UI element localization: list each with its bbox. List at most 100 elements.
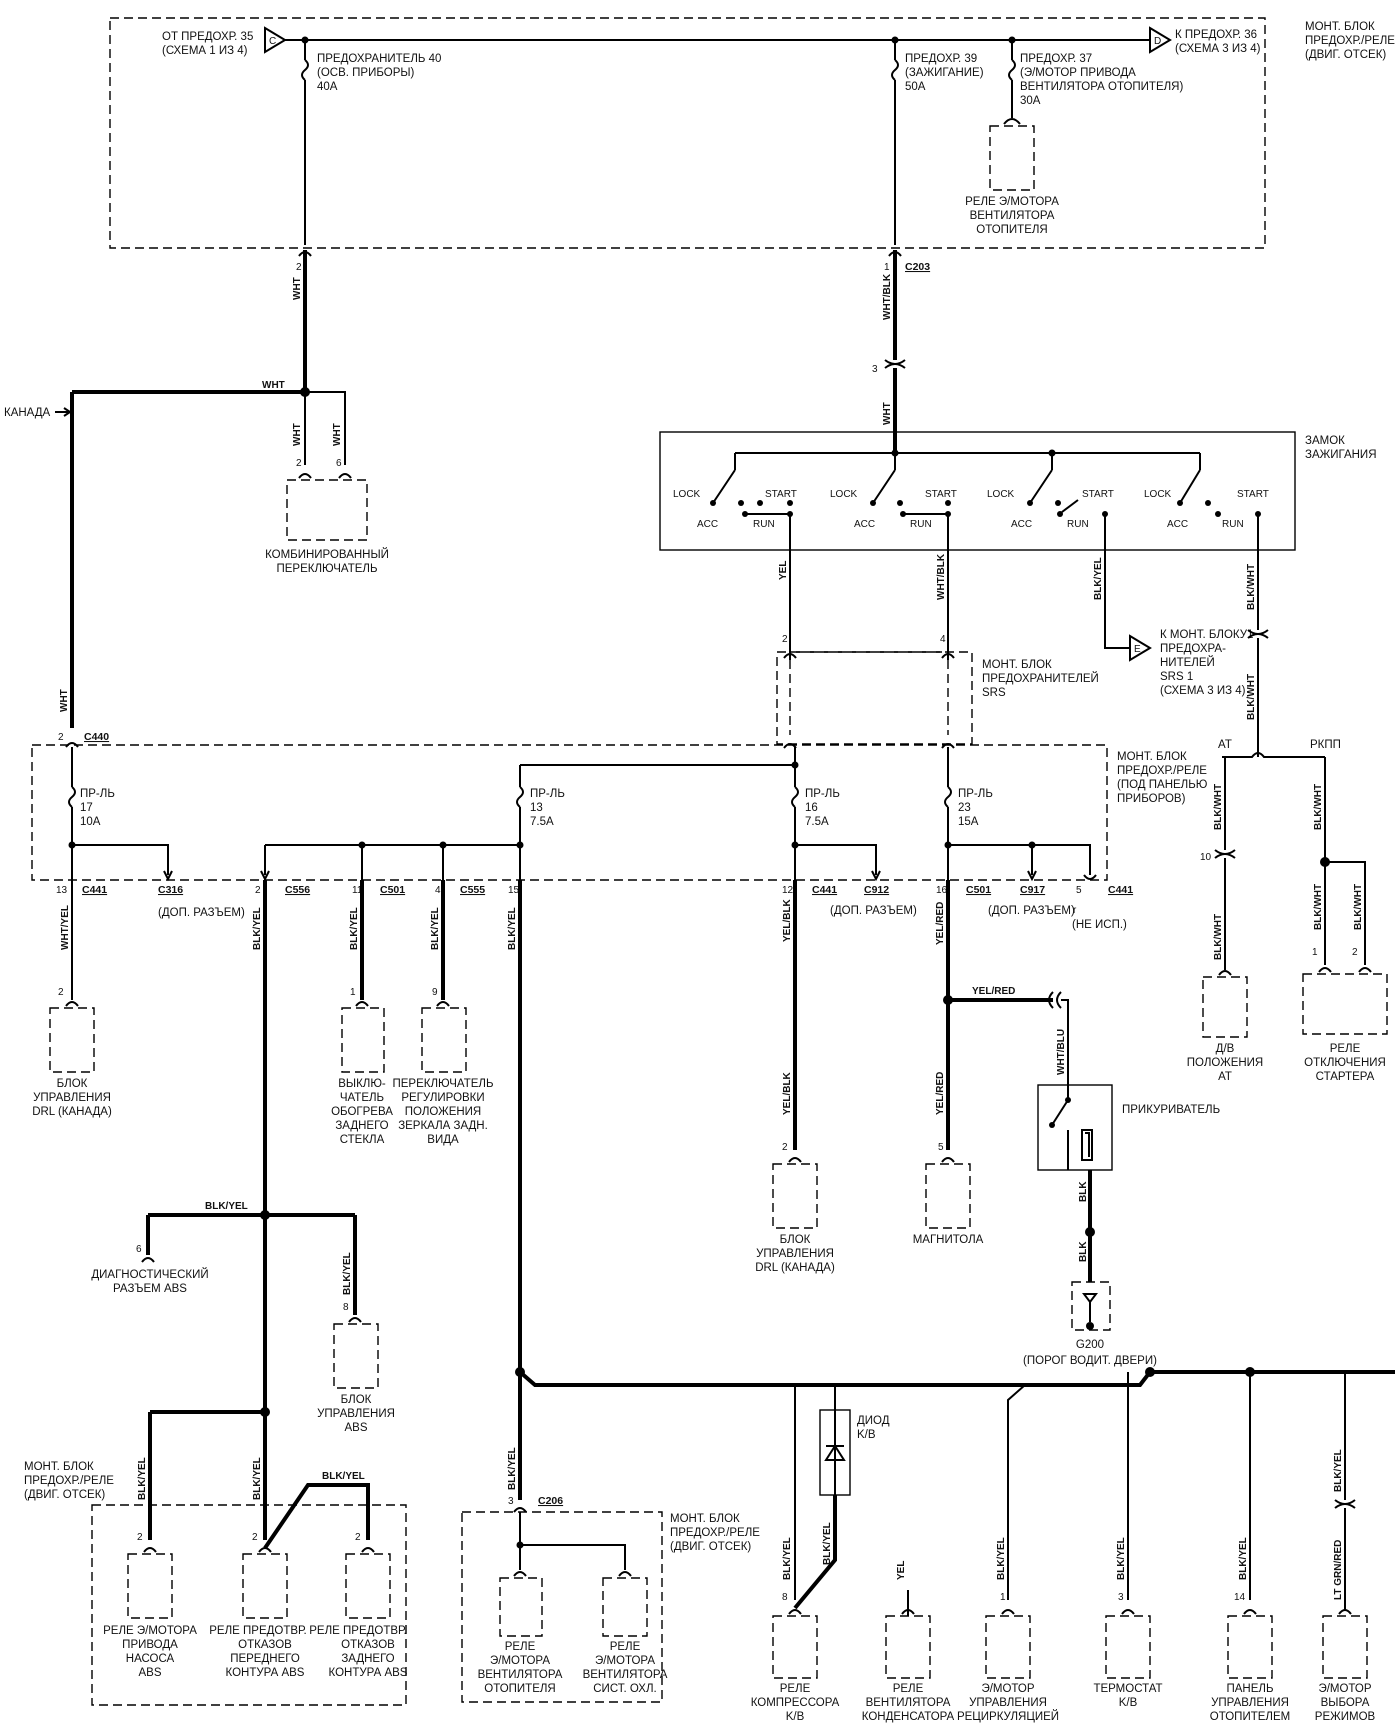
fuse-23-icon bbox=[944, 786, 952, 808]
svg-text:START: START bbox=[1237, 489, 1269, 500]
engine-block-2-label: МОНТ. БЛОК bbox=[670, 1513, 740, 1525]
starter-relay-label: РЕЛЕ bbox=[1330, 1043, 1361, 1055]
ac-thermostat-box bbox=[1105, 1615, 1151, 1679]
comp-relay-box bbox=[772, 1615, 818, 1679]
cool-relay-box bbox=[602, 1577, 648, 1637]
svg-text:1: 1 bbox=[1000, 1592, 1006, 1603]
cond-relay-box bbox=[885, 1615, 931, 1679]
svg-text:2: 2 bbox=[58, 732, 64, 743]
svg-text:2: 2 bbox=[355, 1532, 361, 1543]
abs-unit-label: БЛОК bbox=[341, 1394, 372, 1406]
svg-text:ACC: ACC bbox=[854, 519, 875, 530]
wire-label-blk-wht-6: BLK/WHT bbox=[1313, 884, 1324, 930]
svg-text:2: 2 bbox=[252, 1532, 258, 1543]
svg-text:ОТОПИТЕЛЯ: ОТОПИТЕЛЯ bbox=[484, 1683, 555, 1695]
svg-text:СТАРТЕРА: СТАРТЕРА bbox=[1316, 1071, 1375, 1083]
svg-text:3: 3 bbox=[1118, 1592, 1124, 1603]
svg-text:AT: AT bbox=[1218, 1071, 1232, 1083]
connector-c441-a: C441 bbox=[82, 884, 107, 896]
svg-text:РЕЦИРКУЛЯЦИЕЙ: РЕЦИРКУЛЯЦИЕЙ bbox=[957, 1710, 1059, 1723]
svg-text:ВЕНТИЛЯТОРА: ВЕНТИЛЯТОРА bbox=[478, 1669, 563, 1681]
heater-panel-label: ПАНЕЛЬ bbox=[1226, 1683, 1273, 1695]
fuse-39-label: ПРЕДОХР. 39 bbox=[905, 53, 977, 65]
abs-front-label: РЕЛЕ ПРЕДОТВР. bbox=[209, 1625, 306, 1637]
svg-text:START: START bbox=[1082, 489, 1114, 500]
svg-text:2: 2 bbox=[137, 1532, 143, 1543]
svg-text:ПРИБОРОВ): ПРИБОРОВ) bbox=[1117, 793, 1186, 805]
svg-text:13: 13 bbox=[530, 802, 543, 814]
wire-label-blk-yel-9: BLK/YEL bbox=[322, 1471, 365, 1482]
dash-fuse-relay-block: МОНТ. БЛОК ПРЕДОХР./РЕЛЕ (ПОД ПАНЕЛЬЮ ПР… bbox=[31, 731, 1208, 882]
mirror-switch-box bbox=[421, 1007, 467, 1073]
svg-text:15A: 15A bbox=[958, 816, 979, 828]
svg-text:ОТКЛЮЧЕНИЯ: ОТКЛЮЧЕНИЯ bbox=[1304, 1057, 1386, 1069]
svg-text:Э/МОТОРА: Э/МОТОРА bbox=[490, 1655, 550, 1667]
svg-text:2: 2 bbox=[58, 987, 64, 998]
tag-c: C bbox=[269, 36, 276, 47]
connector-c555: C555 bbox=[460, 884, 485, 896]
svg-text:УПРАВЛЕНИЯ: УПРАВЛЕНИЯ bbox=[317, 1408, 395, 1420]
starter-circuit: BLK/WHT AT РКПП BLK/WHT 10 BLK/WHT Д/В П… bbox=[1187, 629, 1388, 1083]
connector-c556: C556 bbox=[285, 884, 310, 896]
svg-text:16: 16 bbox=[936, 885, 948, 896]
svg-text:ПОЛОЖЕНИЯ: ПОЛОЖЕНИЯ bbox=[405, 1106, 482, 1118]
svg-text:9: 9 bbox=[432, 987, 438, 998]
wht-branch: 2 WHT WHT КАНАДА WHT WHT WHT 2 6 КОМБИНИ… bbox=[4, 250, 389, 728]
svg-text:K/B: K/B bbox=[857, 1429, 876, 1441]
ignition-switch-box bbox=[659, 431, 1296, 551]
wire-label-wht-5: WHT bbox=[332, 423, 343, 446]
to-fuse-36-ref: (СХЕМА 3 ИЗ 4) bbox=[1175, 43, 1261, 55]
svg-text:ЗАЖИГАНИЯ: ЗАЖИГАНИЯ bbox=[1305, 449, 1377, 461]
svg-text:13: 13 bbox=[56, 885, 68, 896]
svg-text:ВИДА: ВИДА bbox=[427, 1134, 459, 1146]
tag-d: D bbox=[1154, 36, 1161, 47]
svg-text:6: 6 bbox=[336, 458, 342, 469]
wire-label-wht-blk-2: WHT/BLK bbox=[936, 553, 947, 600]
wire-label-blk-yel-17: BLK/YEL bbox=[1333, 1449, 1344, 1492]
srs-output: E К МОНТ. БЛОКУ1 ПРЕДОХРА- НИТЕЛЕЙ SRS 1… bbox=[1129, 629, 1253, 697]
svg-text:ВЕНТИЛЯТОРА ОТОПИТЕЛЯ): ВЕНТИЛЯТОРА ОТОПИТЕЛЯ) bbox=[1020, 81, 1183, 93]
mt-label: РКПП bbox=[1310, 739, 1341, 751]
svg-text:ОТКАЗОВ: ОТКАЗОВ bbox=[238, 1639, 292, 1651]
engine-block-label-1: МОНТ. БЛОК bbox=[1305, 21, 1375, 33]
svg-text:УПРАВЛЕНИЯ: УПРАВЛЕНИЯ bbox=[969, 1697, 1047, 1709]
svg-text:(СХЕМА 3 ИЗ 4): (СХЕМА 3 ИЗ 4) bbox=[1160, 685, 1246, 697]
to-fuse-36: К ПРЕДОХР. 36 bbox=[1175, 29, 1257, 41]
srs-fuse-block: МОНТ. БЛОК ПРЕДОХРАНИТЕЛЕЙ SRS 2 4 bbox=[776, 634, 1099, 749]
climate-circuit: BLK/YEL BLK/YEL 3 C206 МОНТ. БЛОК ПРЕДОХ… bbox=[461, 880, 1395, 1723]
svg-text:LOCK: LOCK bbox=[987, 489, 1015, 500]
fuse-39-icon bbox=[891, 59, 899, 81]
abs-unit-box bbox=[333, 1323, 379, 1389]
wire-label-yel-red-3: YEL/RED bbox=[972, 986, 1015, 997]
wire-label-yel-1: YEL bbox=[778, 561, 789, 580]
connector-c440: C440 bbox=[84, 731, 109, 743]
fuse-37-label: ПРЕДОХР. 37 bbox=[1020, 53, 1092, 65]
svg-text:ABS: ABS bbox=[138, 1667, 161, 1679]
wire-label-blk-wht-4: BLK/WHT bbox=[1213, 914, 1224, 960]
svg-text:ПЕРЕКЛЮЧАТЕЛЬ: ПЕРЕКЛЮЧАТЕЛЬ bbox=[277, 563, 378, 575]
drl-left-label: БЛОК bbox=[57, 1078, 88, 1090]
fuse-13-icon bbox=[516, 786, 524, 808]
connector-3-icon bbox=[884, 359, 906, 369]
svg-text:DRL (КАНАДА): DRL (КАНАДА) bbox=[755, 1262, 835, 1274]
lighter-label: ПРИКУРИВАТЕЛЬ bbox=[1122, 1104, 1220, 1116]
connector-tag-e-icon bbox=[1129, 634, 1152, 662]
svg-text:(НЕ ИСП.): (НЕ ИСП.) bbox=[1072, 919, 1127, 931]
defog-mirror-circuit: BLK/YEL 1 ВЫКЛЮ- ЧАТЕЛЬ ОБОГРЕВА ЗАДНЕГО… bbox=[331, 880, 493, 1146]
pin-wht-2: 2 bbox=[296, 262, 302, 273]
wire-label-blk-yel-6: BLK/YEL bbox=[342, 1252, 353, 1295]
svg-text:(ДВИГ. ОТСЕК): (ДВИГ. ОТСЕК) bbox=[670, 1541, 751, 1553]
svg-text:(ПОРОГ ВОДИТ. ДВЕРИ): (ПОРОГ ВОДИТ. ДВЕРИ) bbox=[1023, 1355, 1157, 1367]
svg-text:РЕГУЛИРОВКИ: РЕГУЛИРОВКИ bbox=[401, 1092, 484, 1104]
svg-text:ПОЛОЖЕНИЯ: ПОЛОЖЕНИЯ bbox=[1187, 1057, 1264, 1069]
svg-text:ACC: ACC bbox=[697, 519, 718, 530]
connector-icon bbox=[1247, 629, 1269, 639]
dash-block-connectors: 13 C441 C316 (ДОП. РАЗЪЕМ) 2 C556 11 C50… bbox=[56, 884, 1133, 931]
svg-text:ЗЕРКАЛА ЗАДН.: ЗЕРКАЛА ЗАДН. bbox=[398, 1120, 488, 1132]
blower-relay-box bbox=[989, 125, 1035, 191]
wire-label-wht-yel: WHT/YEL bbox=[60, 905, 71, 950]
svg-text:ПРЕДОХР./РЕЛЕ: ПРЕДОХР./РЕЛЕ bbox=[670, 1527, 760, 1539]
svg-text:8: 8 bbox=[782, 1592, 788, 1603]
wire-label-yel-blk-1: YEL/BLK bbox=[782, 898, 793, 942]
comp-relay-label: РЕЛЕ bbox=[780, 1683, 811, 1695]
